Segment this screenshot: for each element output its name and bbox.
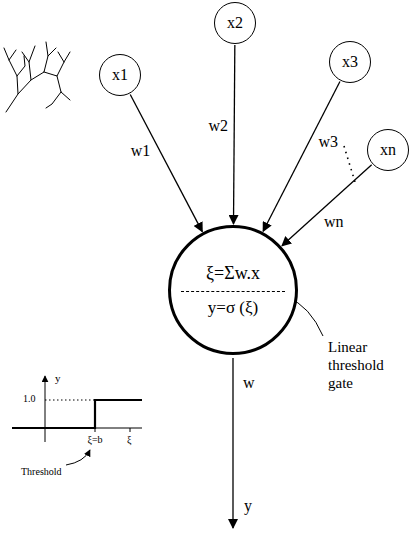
output-label: y	[243, 496, 253, 515]
dendrite-branch	[46, 92, 61, 108]
dendrite-branch	[9, 50, 16, 60]
threshold-gate-circle: ξ=Σw.x y=σ (ξ)	[168, 225, 298, 355]
output-arrow	[232, 358, 233, 528]
dendrite-branch	[58, 52, 64, 62]
input-name: xn	[380, 141, 396, 159]
dendrite-sketch	[4, 42, 70, 112]
input-circle: x1	[99, 54, 141, 96]
y-axis	[45, 376, 46, 442]
tick-label: 1.0	[22, 393, 37, 405]
dendrite-branch	[18, 46, 35, 94]
weight-label: w2	[207, 117, 229, 135]
output-weight: w	[242, 373, 256, 392]
weight-label: w1	[130, 142, 152, 160]
callout-text: Threshold	[20, 466, 63, 478]
weighted-input-arrow	[282, 165, 372, 246]
axis-ticks	[95, 428, 130, 432]
weighted-input-arrow	[233, 45, 234, 224]
dendrite-branch	[22, 52, 29, 62]
dendrite-branch	[48, 48, 56, 56]
level-guide	[45, 400, 95, 401]
threshold-tick: ξ=b	[86, 434, 103, 446]
dendrite-branch	[31, 42, 48, 80]
dashed-divider	[181, 291, 285, 292]
input-name: x2	[227, 14, 243, 32]
ellipsis-dots	[344, 146, 355, 182]
input-circle: xn	[367, 129, 409, 171]
weight-label: wn	[323, 213, 345, 231]
input-circle: x2	[214, 2, 256, 44]
input-name: x1	[112, 66, 128, 84]
gate-callout: Linear threshold gate	[327, 338, 397, 392]
dendrite-branch	[57, 76, 70, 100]
threshold-pointer	[66, 450, 90, 465]
dendrite-branch	[4, 48, 18, 112]
activation-formula: y=σ (ξ)	[208, 298, 258, 318]
axis-label: ξ	[126, 434, 132, 446]
input-name: x3	[342, 53, 358, 71]
dendrite-branch	[17, 56, 25, 76]
weight-label: w3	[317, 133, 339, 151]
input-circle: x3	[329, 41, 371, 83]
step-function-plot	[12, 376, 142, 465]
axis-label: y	[54, 372, 62, 385]
weighted-input-arrow	[130, 94, 202, 231]
sum-formula: ξ=Σw.x	[206, 263, 260, 284]
weighted-input-arrow	[263, 82, 340, 232]
